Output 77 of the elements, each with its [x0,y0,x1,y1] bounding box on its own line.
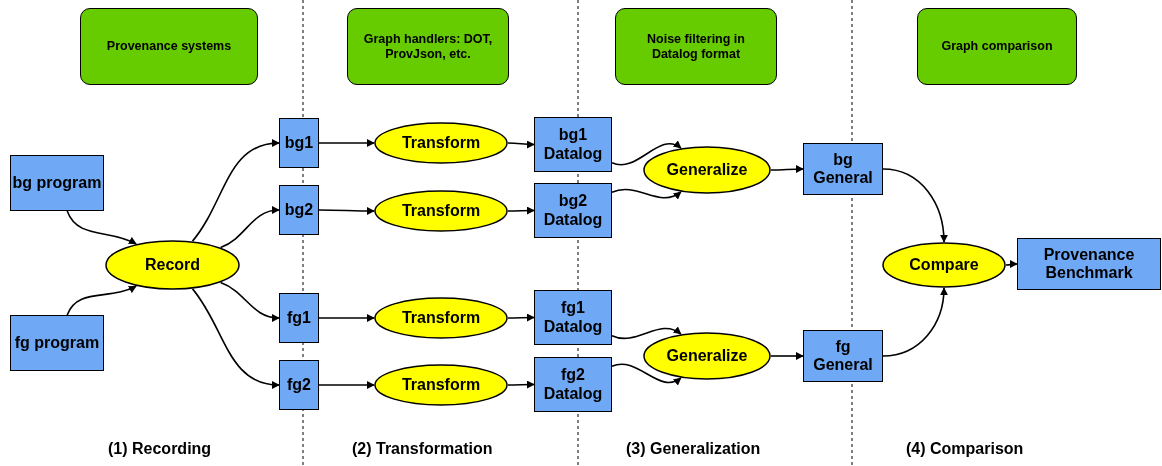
process-box [803,143,883,195]
stage-label: (3) Generalization [626,440,761,458]
node-label: Provenance Benchmark [1042,245,1136,283]
process-ellipse [643,146,771,194]
node-label: Transform [401,376,481,394]
process-ellipse [374,122,508,164]
node-label: Graph handlers: DOT, ProvJson, etc. [362,31,494,62]
process-box [534,357,612,412]
arrow [507,206,535,215]
process-ellipse [643,332,771,380]
process-box [534,183,612,238]
node-label: bg1 [284,133,314,153]
process-box [279,118,319,168]
node-label: Compare [909,256,979,274]
node-label: fg2 Datalog [542,366,604,403]
process-ellipse [882,242,1006,288]
process-box [10,315,104,371]
node-label: fg1 Datalog [542,299,604,336]
arrow [318,381,375,389]
arrow [219,281,280,322]
arrow [882,287,948,357]
node-label: Noise filtering in Datalog format [646,31,746,62]
node-label: fg1 [287,308,311,328]
stage-label: (1) Recording [108,440,212,458]
arrow [318,314,375,322]
node-label: Graph comparison [941,39,1053,54]
node-label: bg program [12,173,102,193]
arrow [219,206,280,249]
note-box [347,8,509,85]
arrow [191,288,280,389]
process-ellipse [374,364,508,406]
node-label: Provenance systems [106,39,232,54]
process-box [534,290,612,345]
arrow [770,352,804,360]
node-label: Transform [401,202,481,220]
process-box [279,293,319,343]
process-box [1017,238,1161,290]
arrow [66,210,137,245]
arrow [770,165,804,174]
process-ellipse [374,190,508,232]
process-box [279,185,319,235]
stage-label: (4) Comparison [906,440,1024,458]
note-box [917,8,1077,85]
note-box [615,8,777,85]
arrow [507,380,535,389]
process-box [534,117,612,172]
stage-label: (2) Transformation [352,440,493,458]
arrow [611,326,682,340]
node-label: bg2 [284,200,314,220]
node-label: bg General [812,150,874,188]
process-box [279,360,319,410]
arrow [318,206,375,215]
arrow [318,139,375,147]
node-label: Transform [401,309,481,327]
arrow [882,168,948,243]
arrow [611,188,682,200]
arrow [611,140,682,166]
node-label: Generalize [666,161,748,179]
node-label: Record [144,256,201,274]
node-label: Generalize [666,347,748,365]
process-ellipse [105,240,240,290]
arrow [611,363,682,386]
node-label: Transform [401,134,481,152]
node-label: fg2 [287,375,311,395]
note-box [80,8,258,85]
arrow [1005,260,1018,269]
node-label: fg General [812,337,874,375]
node-label: bg2 Datalog [542,192,604,229]
arrow [507,140,535,149]
arrow [507,313,535,322]
arrow [191,139,280,242]
process-box [10,155,104,211]
node-label: fg program [14,333,100,353]
node-label: bg1 Datalog [542,126,604,163]
process-ellipse [374,297,508,339]
arrow [66,285,137,316]
process-box [803,330,883,382]
